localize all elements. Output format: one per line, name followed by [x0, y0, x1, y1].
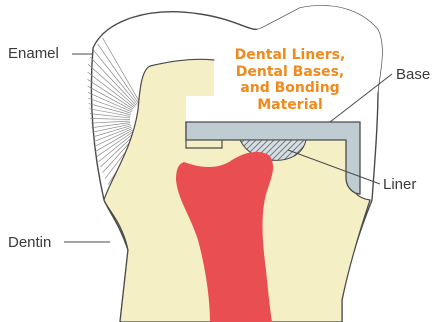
enamel-label: Enamel: [8, 46, 59, 61]
diagram-title-line: Dental Liners,: [214, 47, 366, 64]
base-label: Base: [396, 67, 430, 82]
diagram-title-line: Dental Bases,: [214, 64, 366, 81]
diagram-title-line: Material: [214, 97, 366, 114]
dentin-label: Dentin: [8, 235, 51, 250]
liner-label: Liner: [383, 177, 416, 192]
diagram-title-line: and Bonding: [214, 80, 366, 97]
